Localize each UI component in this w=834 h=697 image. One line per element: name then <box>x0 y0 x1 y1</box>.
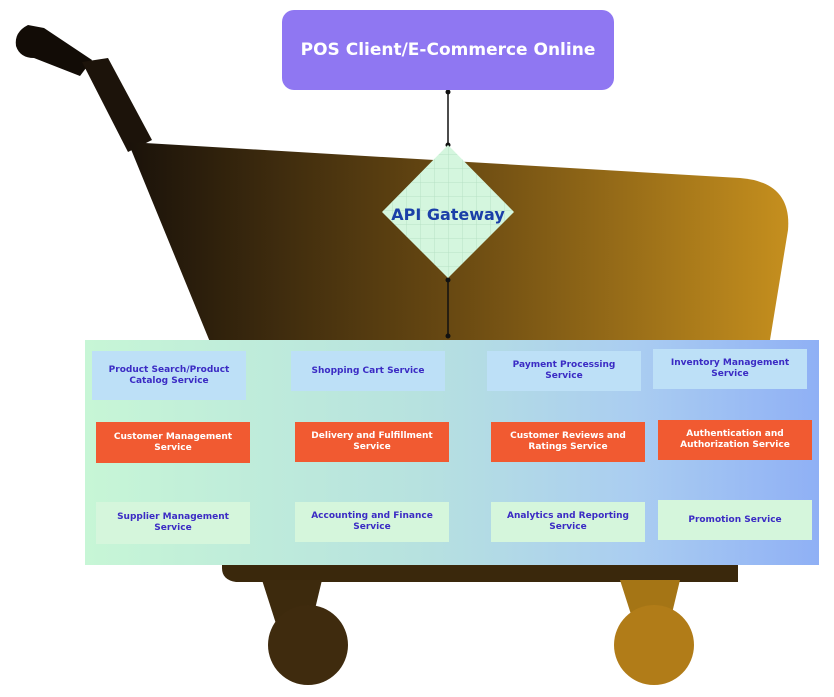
cart-handle-grip <box>15 25 92 76</box>
service-product-search: Product Search/Product Catalog Service <box>92 351 246 400</box>
service-customer-reviews: Customer Reviews and Ratings Service <box>491 422 645 462</box>
service-payment-processing: Payment Processing Service <box>487 351 641 391</box>
service-shopping-cart: Shopping Cart Service <box>291 351 445 391</box>
cart-right-wheel <box>614 605 694 685</box>
service-authentication: Authentication and Authorization Service <box>658 420 812 460</box>
connector-dot <box>445 277 451 283</box>
cart-left-wheel <box>268 605 348 685</box>
connector-dot <box>445 89 451 95</box>
service-promotion: Promotion Service <box>658 500 812 540</box>
pos-client-box: POS Client/E-Commerce Online <box>282 10 614 90</box>
service-customer-management: Customer Management Service <box>96 422 250 463</box>
service-accounting-finance: Accounting and Finance Service <box>295 502 449 542</box>
cart-lower-frame <box>222 562 738 582</box>
service-delivery-fulfillment: Delivery and Fulfillment Service <box>295 422 449 462</box>
pos-client-label: POS Client/E-Commerce Online <box>300 40 596 60</box>
service-analytics-reporting: Analytics and Reporting Service <box>491 502 645 542</box>
connector-dot <box>445 333 451 339</box>
cart-handle-bar <box>82 58 152 152</box>
api-gateway-label: API Gateway <box>391 204 505 224</box>
api-gateway-diamond-grid <box>382 145 514 278</box>
service-inventory-management: Inventory Management Service <box>653 349 807 389</box>
service-supplier-management: Supplier Management Service <box>96 502 250 544</box>
